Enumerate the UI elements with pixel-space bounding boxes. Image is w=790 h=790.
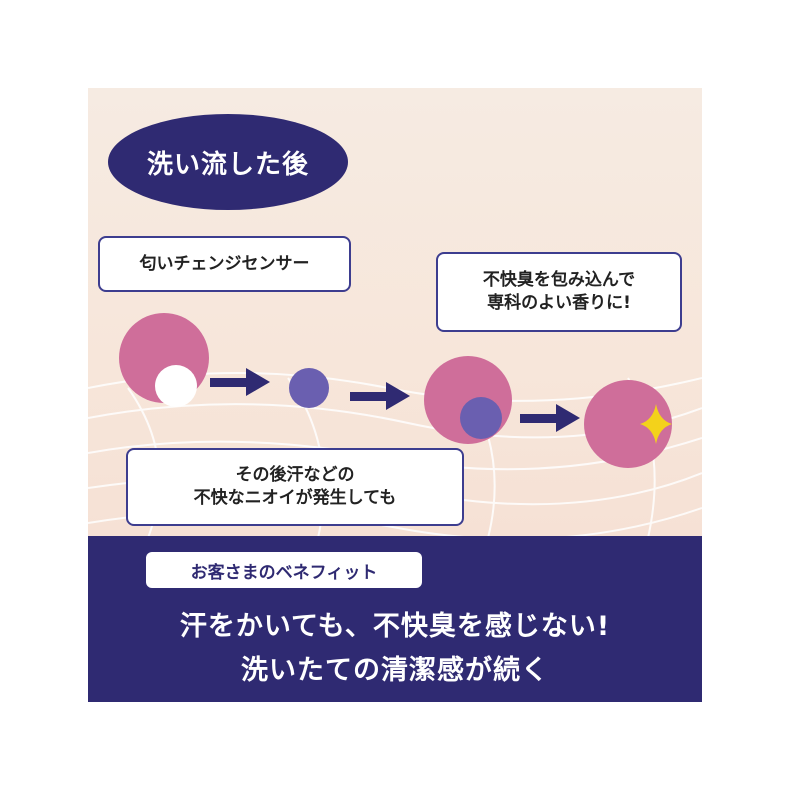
fragrance-line-1: 不快臭を包み込んで bbox=[482, 270, 636, 291]
arrow-right-icon bbox=[210, 368, 270, 396]
title-text: 洗い流した後 bbox=[146, 149, 309, 180]
odor-molecule bbox=[289, 368, 329, 408]
benefit-line-2: 洗いたての清潔感が続く bbox=[241, 655, 549, 686]
fragrance-line-2: 専科のよい香りに! bbox=[487, 293, 631, 313]
arrow-right-icon bbox=[520, 404, 580, 432]
sparkle-icon bbox=[640, 404, 672, 444]
title-oval: 洗い流した後 bbox=[108, 114, 348, 210]
process-diagram bbox=[119, 313, 672, 468]
fragrance-callout: 不快臭を包み込んで 専科のよい香りに! bbox=[436, 252, 682, 332]
benefit-line-1: 汗をかいても、不快臭を感じない! bbox=[179, 611, 611, 642]
trapped-odor-molecule bbox=[460, 397, 502, 439]
sweat-callout: その後汗などの 不快なニオイが発生しても bbox=[126, 448, 464, 526]
capsule-pore bbox=[155, 365, 197, 407]
benefit-label: お客さまのベネフィット bbox=[190, 562, 378, 583]
benefit-label-pill: お客さまのベネフィット bbox=[146, 552, 422, 588]
arrow-right-icon bbox=[350, 382, 410, 410]
infographic-panel: 洗い流した後 匂いチェンジセンサー 不快臭を包み込んで 専科のよい香りに! bbox=[88, 88, 702, 702]
fragrance-capsule-3 bbox=[584, 380, 672, 468]
sweat-line-2: 不快なニオイが発生しても bbox=[193, 488, 397, 508]
sensor-label: 匂いチェンジセンサー bbox=[139, 253, 310, 274]
sweat-line-1: その後汗などの bbox=[235, 465, 355, 486]
sensor-callout: 匂いチェンジセンサー bbox=[98, 236, 351, 292]
benefit-banner: お客さまのベネフィット 汗をかいても、不快臭を感じない! 洗いたての清潔感が続く bbox=[88, 536, 702, 702]
